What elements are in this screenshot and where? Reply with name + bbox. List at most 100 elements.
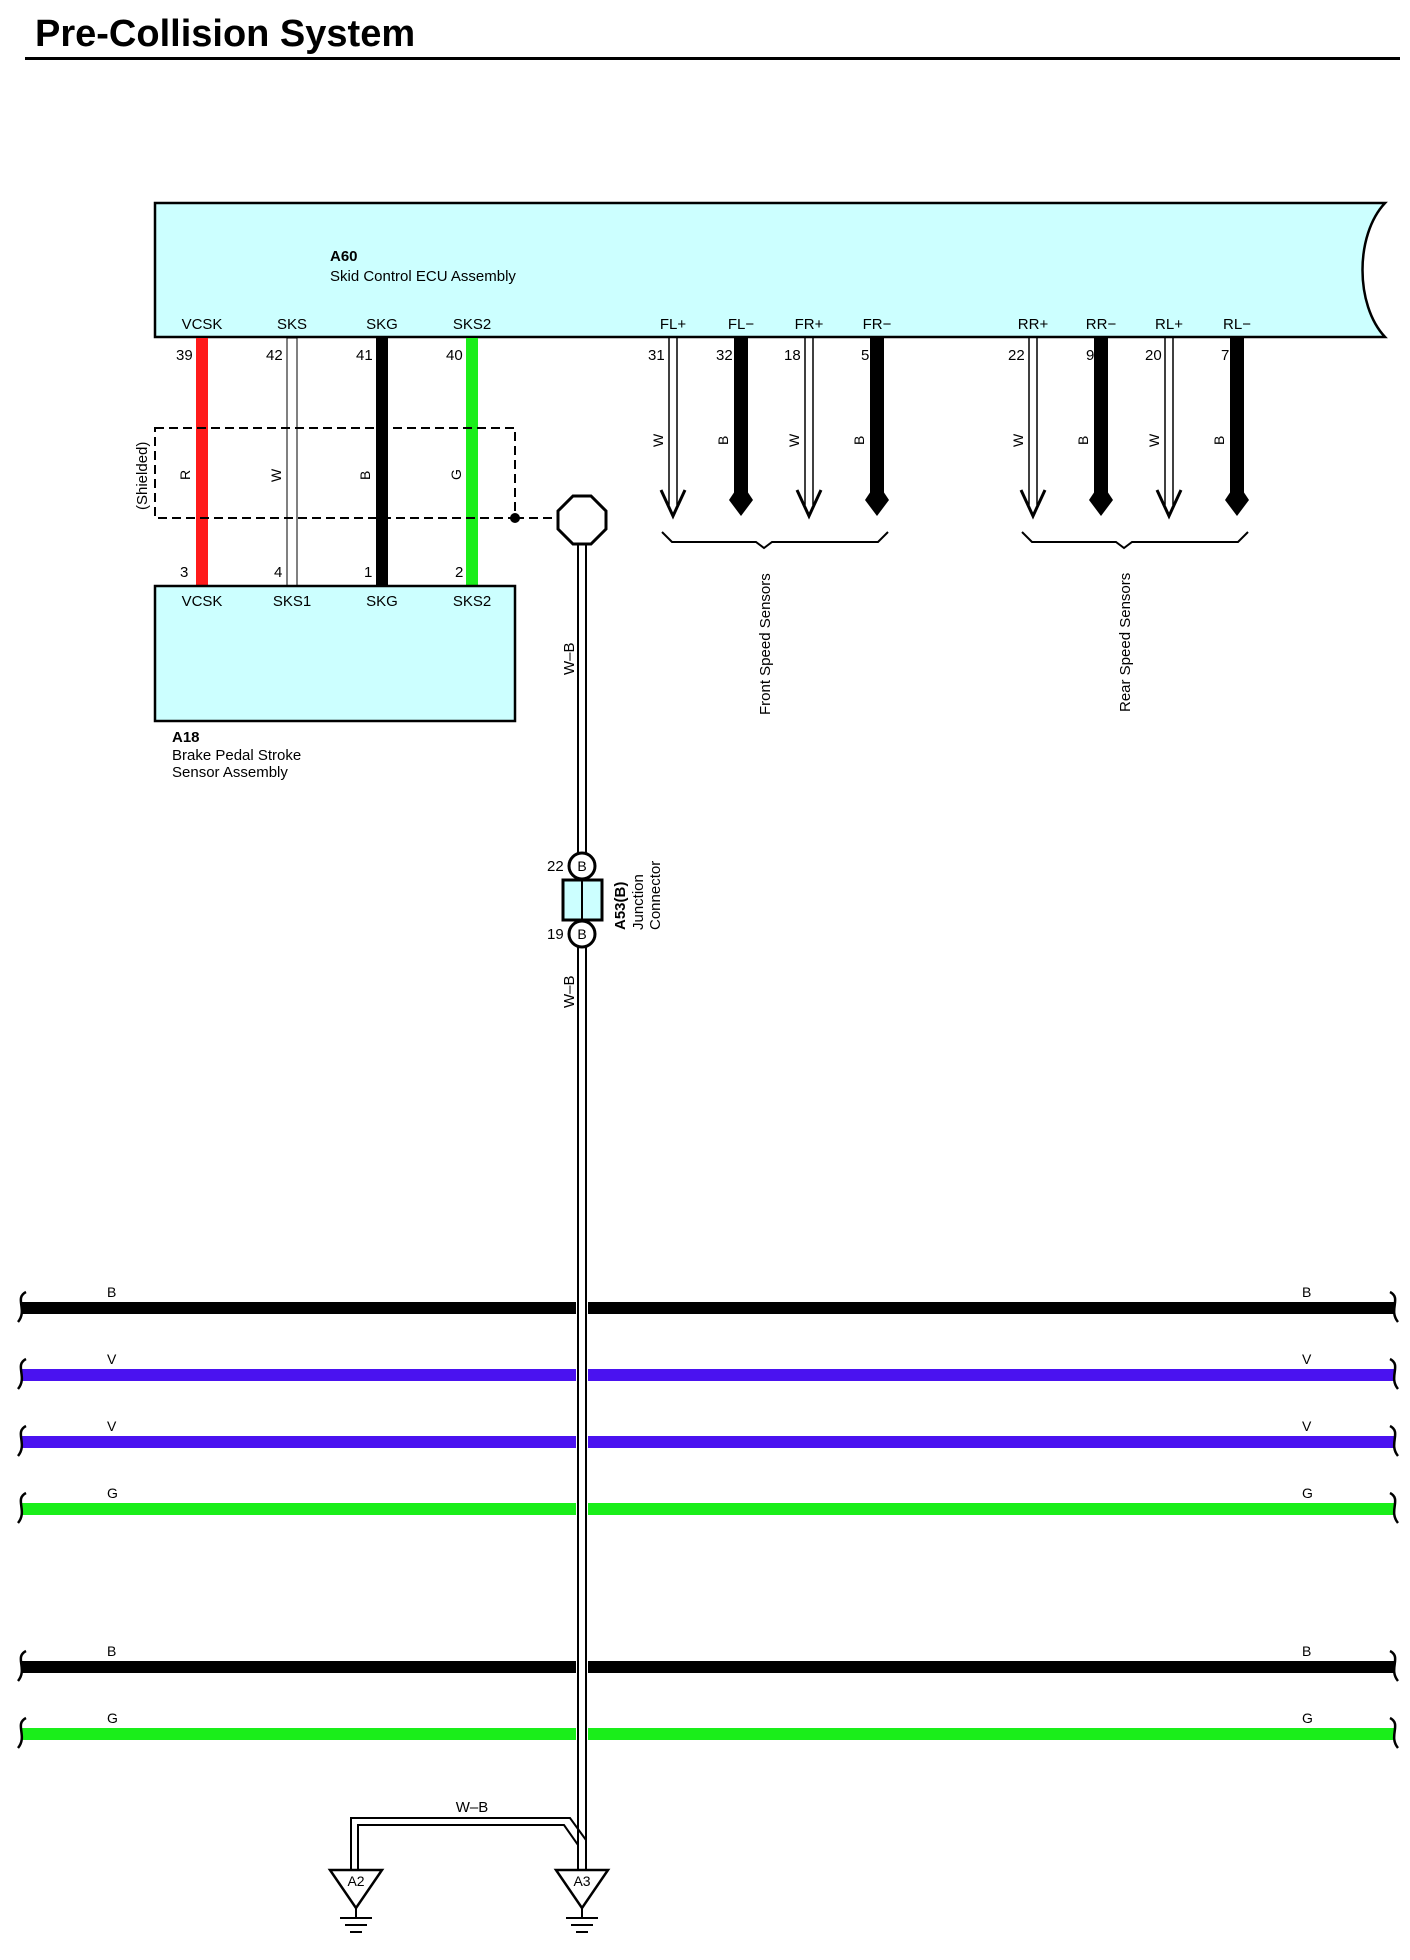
shield-splice-octagon <box>556 494 608 546</box>
bus-line-b-2 <box>22 1661 1394 1673</box>
shield-box <box>154 427 516 519</box>
wire-sks2 <box>466 338 478 586</box>
ecu-pin-name: RL− <box>1223 316 1251 333</box>
wire-color-label: W <box>650 433 666 447</box>
bus-lines <box>22 1302 1394 1740</box>
bus-label-right: V <box>1302 1418 1312 1434</box>
sensor-pin-name: SKS2 <box>453 593 491 610</box>
ecu-pin-name: RL+ <box>1155 316 1183 333</box>
ecu-pin-number: 32 <box>716 347 733 364</box>
arrow-rl-minus <box>1225 482 1249 516</box>
ecu-pin-number: 20 <box>1145 347 1162 364</box>
wire-rl-minus <box>1230 338 1244 503</box>
bus-line-b-1 <box>22 1302 1394 1314</box>
ecu-id: A60 <box>330 248 358 265</box>
wire-color-label: W <box>1146 433 1162 447</box>
ground-wire-crossing <box>577 1300 587 1745</box>
sensor-pin-number: 4 <box>274 564 282 581</box>
bus-label-left: B <box>107 1643 116 1659</box>
break-mark <box>1389 1716 1400 1749</box>
bus-label-left: V <box>107 1351 117 1367</box>
ground-branch-label: W–B <box>456 1799 489 1816</box>
break-mark <box>1389 1491 1400 1524</box>
front-speed-brace <box>661 531 889 550</box>
ground-triangle <box>553 1868 611 1911</box>
sensor-pin-number: 3 <box>180 564 188 581</box>
sensor-pin-name: VCSK <box>182 593 223 610</box>
bus-label-right: V <box>1302 1351 1312 1367</box>
ecu-pin-number: 42 <box>266 347 283 364</box>
bus-crossing-gaps <box>576 1300 588 1745</box>
front-speed-sensors-label: Front Speed Sensors <box>757 573 774 715</box>
junction-name-line2: Connector <box>647 861 664 930</box>
junction-name-line1: Junction <box>630 874 647 930</box>
wire-rr-plus <box>1028 338 1038 505</box>
break-mark <box>16 1491 27 1524</box>
wire-color-label: B <box>715 436 731 445</box>
break-mark <box>16 1290 27 1323</box>
wire-color-label: B <box>357 471 373 480</box>
bus-label-right: B <box>1302 1643 1311 1659</box>
break-mark <box>16 1424 27 1457</box>
page-title: Pre-Collision System <box>35 13 415 55</box>
bus-label-left: G <box>107 1710 118 1726</box>
sensor-name-line1: Brake Pedal Stroke <box>172 747 301 764</box>
ecu-pin-name: FL+ <box>660 316 687 333</box>
ground-id: A3 <box>573 1873 590 1889</box>
shield-junction-dot <box>510 513 520 523</box>
ecu-pin-number: 31 <box>648 347 665 364</box>
sensor-name-line2: Sensor Assembly <box>172 764 288 781</box>
junction-pin-letter: B <box>577 858 586 874</box>
rear-speed-sensor-wires <box>1019 338 1249 520</box>
wire-color-label: G <box>448 469 464 480</box>
wire-fl-minus <box>734 338 748 503</box>
ecu-pin-name: SKG <box>366 316 398 333</box>
rear-speed-sensors-label: Rear Speed Sensors <box>1117 573 1134 712</box>
junction-pin-bottom <box>567 919 597 949</box>
ecu-pin-number: 18 <box>784 347 801 364</box>
ecu-pin-name: RR+ <box>1018 316 1049 333</box>
bus-line-v-2 <box>22 1436 1394 1448</box>
wire-color-label: W <box>268 468 284 482</box>
wire-color-label: B <box>1211 436 1227 445</box>
ground-id: A2 <box>347 1873 364 1889</box>
bus-break-marks <box>16 1290 1400 1749</box>
wire-fl-plus <box>668 338 678 505</box>
ground-wire-label: W–B <box>561 975 578 1008</box>
ecu-pin-name: SKS <box>277 316 307 333</box>
break-mark <box>1389 1649 1400 1682</box>
arrow-rl-plus <box>1155 489 1183 520</box>
junction-pin-top-number: 22 <box>547 858 564 875</box>
bus-label-right: G <box>1302 1710 1313 1726</box>
arrow-fr-plus <box>795 489 823 520</box>
break-mark <box>16 1357 27 1390</box>
wire-fr-minus <box>870 338 884 503</box>
ecu-pin-name: VCSK <box>182 316 223 333</box>
sensor-id: A18 <box>172 729 200 746</box>
wire-color-label: W <box>786 433 802 447</box>
shielded-label: (Shielded) <box>134 442 151 510</box>
ecu-pin-number: 39 <box>176 347 193 364</box>
break-mark <box>16 1716 27 1749</box>
ground-a2: A2 <box>327 1868 385 1933</box>
ecu-name: Skid Control ECU Assembly <box>330 268 516 285</box>
bus-line-v-1 <box>22 1369 1394 1381</box>
ecu-pin-number: 22 <box>1008 347 1025 364</box>
sensor-pin-number: 1 <box>364 564 372 581</box>
arrow-fl-plus <box>659 489 687 520</box>
junction-id: A53(B) <box>612 882 629 930</box>
wire-fr-plus <box>804 338 814 505</box>
wire-rl-plus <box>1164 338 1174 505</box>
arrow-fl-minus <box>729 482 753 516</box>
bus-line-g-1 <box>22 1503 1394 1515</box>
wire-color-label: B <box>1075 436 1091 445</box>
title-rule <box>25 57 1400 60</box>
bus-line-g-2 <box>22 1728 1394 1740</box>
ground-wire-label: W–B <box>561 642 578 675</box>
ground-wire-end <box>577 1840 587 1870</box>
ground-a3: A3 <box>553 1868 611 1933</box>
bus-label-left: B <box>107 1284 116 1300</box>
bus-label-right: B <box>1302 1284 1311 1300</box>
sensor-pin-name: SKG <box>366 593 398 610</box>
break-mark <box>1389 1424 1400 1457</box>
